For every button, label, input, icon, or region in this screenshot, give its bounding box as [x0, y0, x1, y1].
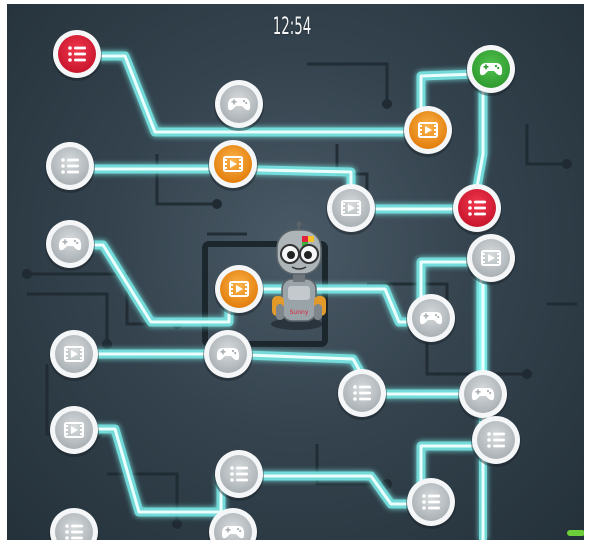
video-icon	[64, 422, 84, 438]
clock: 12:54	[272, 12, 312, 40]
video-icon	[223, 156, 243, 172]
circuit-board: Sunny	[22, 30, 577, 540]
video-node-orange[interactable]	[214, 265, 264, 316]
robot-badge-text: Sunny	[290, 309, 309, 316]
video-node-gray[interactable]	[49, 406, 99, 457]
gamepad-icon	[471, 388, 495, 401]
gamepad-icon	[227, 98, 251, 111]
video-node-orange[interactable]	[403, 106, 453, 157]
list-icon	[353, 385, 371, 401]
game-node-gray[interactable]	[45, 220, 95, 271]
game-node-gray[interactable]	[208, 508, 258, 540]
video-node-gray[interactable]	[49, 330, 99, 381]
progress-indicator	[567, 530, 584, 536]
video-node-gray[interactable]	[466, 234, 516, 285]
game-node-gray[interactable]	[458, 370, 508, 421]
game-board: Sunny 12:54	[7, 4, 584, 540]
list-node-gray[interactable]	[214, 450, 264, 501]
list-node-gray[interactable]	[337, 369, 387, 420]
gamepad-icon	[221, 526, 245, 539]
robot-avatar[interactable]: Sunny	[271, 221, 326, 331]
gamepad-icon	[479, 63, 503, 76]
game-node-green[interactable]	[466, 45, 516, 96]
video-icon	[418, 122, 438, 138]
list-icon	[61, 158, 79, 174]
list-node-red[interactable]	[452, 184, 502, 235]
chip-outline	[202, 241, 328, 347]
list-icon	[422, 494, 440, 510]
video-node-gray[interactable]	[326, 184, 376, 235]
game-node-gray[interactable]	[406, 294, 456, 345]
gamepad-icon	[419, 312, 443, 325]
video-icon	[64, 346, 84, 362]
list-node-gray[interactable]	[49, 508, 99, 540]
list-icon	[68, 46, 86, 62]
list-node-gray[interactable]	[406, 478, 456, 529]
list-node-gray[interactable]	[471, 416, 521, 467]
gamepad-icon	[58, 238, 82, 251]
video-icon	[481, 250, 501, 266]
list-icon	[65, 524, 83, 540]
list-node-red[interactable]	[52, 30, 102, 81]
video-node-orange[interactable]	[208, 140, 258, 191]
list-icon	[230, 466, 248, 482]
gamepad-icon	[216, 348, 240, 361]
video-icon	[229, 281, 249, 297]
list-icon	[468, 200, 486, 216]
game-node-gray[interactable]	[214, 80, 264, 131]
list-node-gray[interactable]	[45, 142, 95, 193]
list-icon	[487, 432, 505, 448]
game-node-gray[interactable]	[203, 330, 253, 381]
video-icon	[341, 200, 361, 216]
